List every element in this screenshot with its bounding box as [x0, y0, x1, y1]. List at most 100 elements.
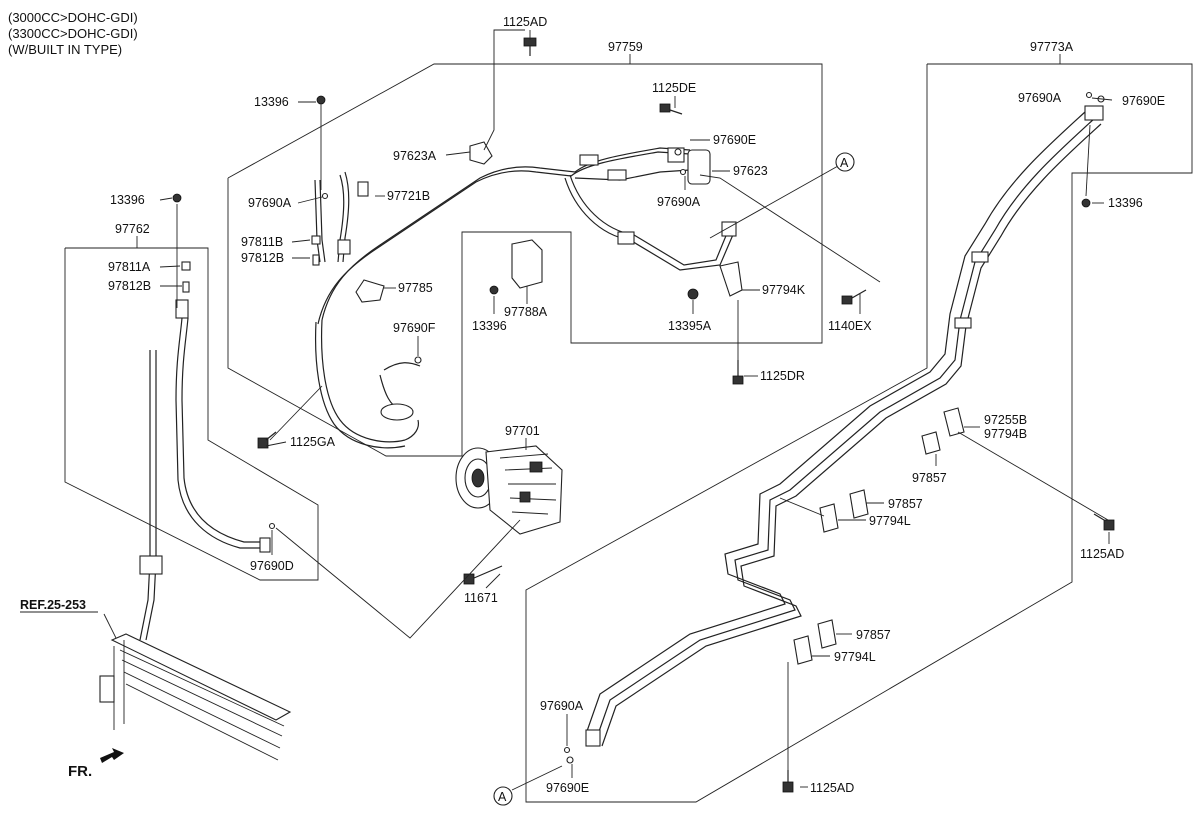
label-97690A-r: 97690A — [1018, 91, 1062, 105]
pipe-grommet-2 — [954, 317, 972, 329]
suction-pipe-assembly — [139, 299, 271, 641]
group-outlines — [64, 54, 1193, 803]
label-97623: 97623 — [733, 164, 768, 178]
label-97255B: 97255B — [984, 413, 1027, 427]
label-97721B: 97721B — [387, 189, 430, 203]
condenser — [99, 633, 292, 761]
valve-97623-shape — [687, 149, 711, 185]
compressor — [455, 445, 563, 535]
label-97811B: 97811B — [241, 235, 283, 249]
oring-97690D-shape — [268, 522, 276, 530]
label-97788A: 97788A — [504, 305, 548, 319]
nut-13396-b-shape — [172, 193, 182, 203]
label-97690A-left: 97690A — [248, 196, 292, 210]
liquid-pipe-assembly — [585, 105, 1104, 747]
label-1125AD-bottom: 1125AD — [810, 781, 854, 795]
reference-labels: REF.25-253 FR. — [20, 598, 124, 780]
label-97857-b: 97857 — [888, 497, 923, 511]
label-97794K: 97794K — [762, 283, 806, 297]
oring-97690F-shape — [414, 356, 422, 364]
nut-13396-a-shape — [316, 95, 326, 105]
clip-97857-b-shape — [849, 489, 869, 519]
label-97690F: 97690F — [393, 321, 436, 335]
suction-pipe-outline — [64, 247, 319, 581]
label-13396-b: 13396 — [110, 193, 145, 207]
label-97690A-top: 97690A — [657, 195, 701, 209]
bolt-11671-shape — [463, 565, 503, 585]
label-97857-a: 97857 — [912, 471, 947, 485]
bolt-1125AD-bottom-shape — [782, 770, 794, 793]
label-97701: 97701 — [505, 424, 540, 438]
label-97759: 97759 — [608, 40, 643, 54]
connector-markers: A A — [493, 152, 855, 806]
leader-lines — [103, 29, 1113, 791]
cap-97811B-shape — [311, 235, 321, 245]
label-1125AD-top: 1125AD — [503, 15, 547, 29]
clip-97794L-b-shape — [793, 635, 813, 665]
label-13396-a: 13396 — [254, 95, 289, 109]
cap-97811A-shape — [181, 261, 191, 271]
label-11671: 11671 — [464, 591, 498, 605]
hose-fitting-c — [617, 231, 635, 245]
service-port-high — [337, 239, 351, 255]
clip-97857-c-shape — [817, 619, 837, 649]
suction-port — [175, 299, 189, 319]
bolt-1140EX-shape — [841, 289, 867, 305]
oring-97690A-left-shape — [321, 192, 329, 200]
part-labels: 97759 97762 97773A 1125AD 1125DE 13396 9… — [108, 15, 1165, 795]
label-97812B-b: 97812B — [108, 279, 151, 293]
bolt-1125DE-shape — [659, 103, 683, 115]
clip-97794L-a-shape — [819, 503, 839, 533]
sensor-97721B-shape — [357, 181, 369, 197]
bolt-1125AD-r-shape — [1093, 513, 1115, 531]
label-1125DE: 1125DE — [652, 81, 696, 95]
hose-fitting-b — [607, 169, 627, 181]
nut-13396-c-shape — [489, 285, 499, 295]
label-97623A: 97623A — [393, 149, 437, 163]
label-13396-c: 13396 — [472, 319, 507, 333]
bolt-1125GA-shape — [257, 431, 277, 449]
connector-A-top — [835, 152, 855, 172]
label-97794B: 97794B — [984, 427, 1027, 441]
oring-97690A-top-shape — [679, 168, 687, 176]
discharge-hose-outline — [227, 63, 823, 457]
hose-fitting-a — [579, 154, 599, 166]
label-97690E-bottom: 97690E — [546, 781, 589, 795]
label-13396-r: 13396 — [1108, 196, 1143, 210]
label-97690A-bottom: 97690A — [540, 699, 584, 713]
receiver-drier — [99, 675, 115, 703]
suction-fitting — [259, 537, 271, 553]
label-97811A: 97811A — [108, 260, 151, 274]
nut-13395A-shape — [687, 288, 699, 300]
oring-97690A-bottom-shape — [563, 746, 571, 754]
label-1125GA: 1125GA — [290, 435, 336, 449]
label-97773A: 97773A — [1030, 40, 1074, 54]
label-97857-c: 97857 — [856, 628, 891, 642]
liquid-pipe-end — [1084, 105, 1104, 121]
core-97812B-shape — [182, 281, 190, 293]
oring-97690E-bottom-shape — [566, 756, 574, 764]
front-label: FR. — [68, 763, 92, 780]
header-line-1: (3000CC>DOHC-GDI) — [8, 10, 138, 25]
bracket-97794K-shape — [719, 261, 743, 297]
oring-97690E-top-shape — [674, 148, 682, 156]
header-line-3: (W/BUILT IN TYPE) — [8, 42, 122, 57]
clamp-97785-shape — [355, 279, 385, 303]
liquid-pipe-outline — [525, 63, 1193, 803]
header-line-2: (3300CC>DOHC-GDI) — [8, 26, 138, 41]
oring-97690A-r-shape — [1085, 91, 1093, 99]
muffler-body — [380, 403, 414, 421]
core-97812B-b-shape — [312, 254, 320, 266]
bracket-97623A-shape — [469, 141, 493, 165]
connector-A-top-label: A — [840, 156, 849, 170]
ref-label: REF.25-253 — [20, 598, 86, 612]
front-arrow-icon — [100, 748, 124, 763]
nut-13396-r-shape — [1081, 198, 1091, 208]
label-97762: 97762 — [115, 222, 150, 236]
label-97690D: 97690D — [250, 559, 294, 573]
muffler-97788A-shape — [511, 239, 543, 289]
label-13395A: 13395A — [668, 319, 712, 333]
label-97794L-a: 97794L — [869, 514, 911, 528]
connector-A-bottom — [493, 786, 513, 806]
